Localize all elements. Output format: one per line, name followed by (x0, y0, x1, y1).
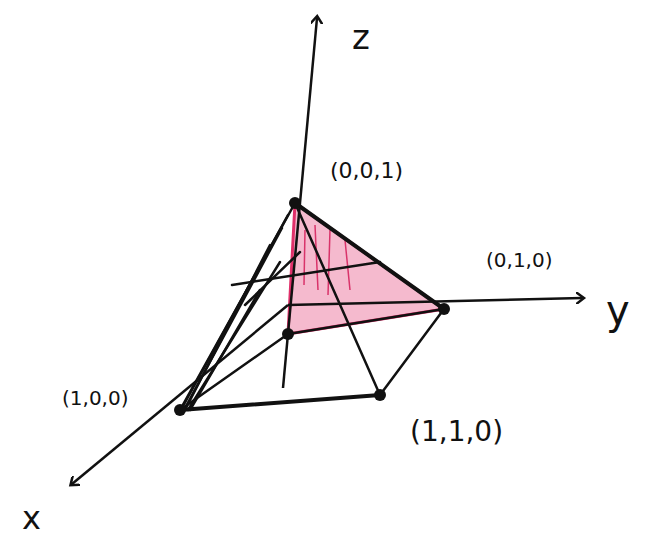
shaded-face (288, 203, 444, 334)
point-label: (0,0,1) (330, 160, 403, 182)
point-label: (1,0,0) (62, 388, 129, 408)
point-label: (1,1,0) (410, 418, 503, 446)
axis-label: z (352, 20, 370, 54)
point-label: (0,1,0) (486, 250, 553, 270)
solid-edges (180, 203, 444, 410)
axis-label: x (22, 502, 41, 534)
axis-label: y (606, 290, 630, 330)
vertex-dots (174, 197, 450, 416)
axes (72, 18, 582, 484)
